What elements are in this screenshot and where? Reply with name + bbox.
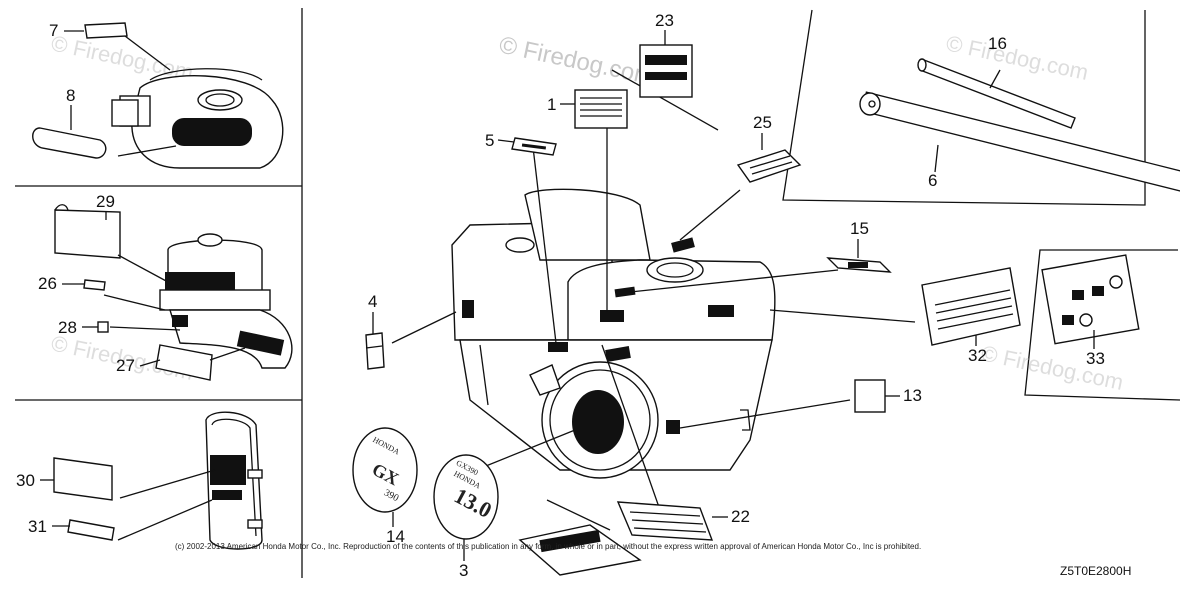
callout-25: 25 [753,113,772,132]
callout-13: 13 [903,386,922,405]
callout-32: 32 [968,346,987,365]
engine-body [451,188,776,479]
label-8-decal [32,127,107,159]
callout-6: 6 [928,171,937,190]
callout-1: 1 [547,95,556,114]
callout-15: 15 [850,219,869,238]
leader-lines [391,69,916,531]
panel-borders [15,8,1180,578]
label-23-decal [639,44,693,98]
callout-numbers: 7 8 29 26 28 27 30 31 23 1 5 25 4 15 13 … [16,11,1105,580]
label-4-decal [365,332,385,370]
callout-28: 28 [58,318,77,337]
label-25-decal [736,149,802,183]
callout-30: 30 [16,471,35,490]
callout-16: 16 [988,34,1007,53]
callout-22: 22 [731,507,750,526]
callout-23: 23 [655,11,674,30]
label-1-decal [574,89,628,129]
callout-29: 29 [96,192,115,211]
air-cleaner-assembly [32,22,284,169]
label-partial-decal [518,524,642,576]
label-31-decal [67,519,115,541]
emblem-gx390: HONDA GX 390 [352,427,418,513]
tool-set [859,58,1180,192]
label-7-decal [84,22,128,39]
emblem-power: GX390 HONDA 13.0 [433,454,499,540]
callout-14: 14 [386,527,405,546]
decals [365,44,1140,576]
label-29-decal [54,209,121,259]
label-26-decal [83,279,106,291]
label-13-decal [854,379,886,413]
callout-27: 27 [116,356,135,375]
callout-7: 7 [49,21,58,40]
callout-31: 31 [28,517,47,536]
label-33-decal [1041,254,1140,345]
label-28-decal [97,321,109,333]
callout-3: 3 [459,561,468,580]
copyright-notice: (c) 2002-2013 American Honda Motor Co., … [175,542,921,551]
label-30-decal [53,457,113,501]
callout-8: 8 [66,86,75,105]
callout-4: 4 [368,292,377,311]
callout-5: 5 [485,131,494,150]
callout-26: 26 [38,274,57,293]
diagram-code: Z5T0E2800H [1060,564,1131,578]
cover-assembly [53,411,263,550]
callout-33: 33 [1086,349,1105,368]
label-22-decal [616,501,714,541]
fuel-tank-assembly [54,204,293,381]
